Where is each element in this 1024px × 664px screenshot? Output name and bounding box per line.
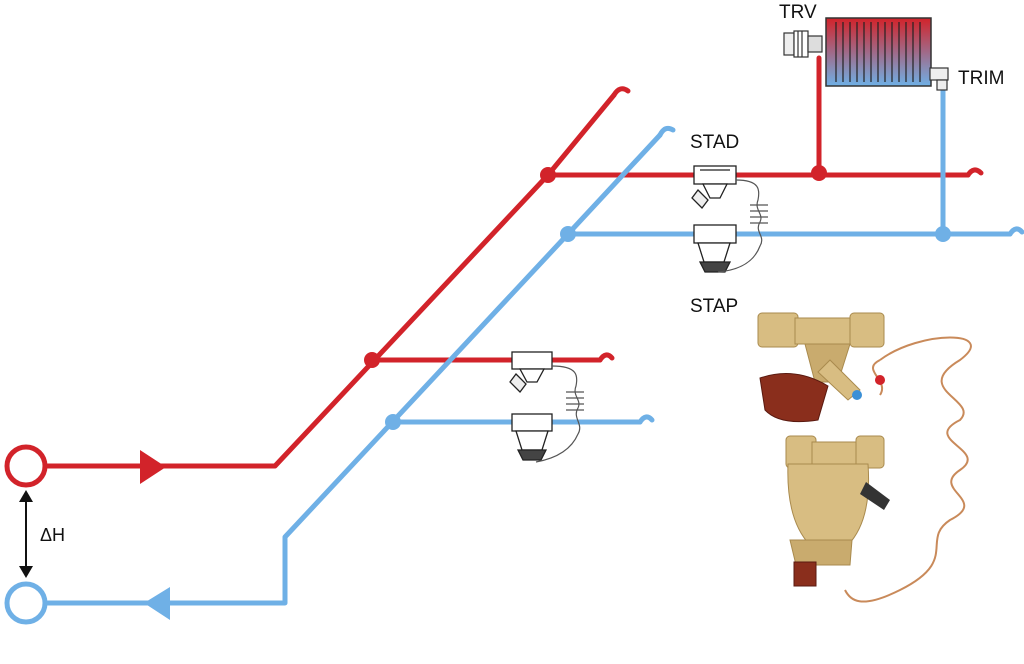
stap-valve-photo (785, 435, 890, 587)
return-junction-top (560, 226, 576, 242)
stap-valve-icon-mid (511, 413, 553, 461)
capillary-tube-mid (535, 365, 584, 463)
supply-junction-top (540, 167, 556, 183)
return-port (4, 581, 48, 625)
supply-junction-radiator (811, 165, 827, 181)
stap-label: STAP (690, 296, 739, 317)
supply-flow-arrow (140, 450, 166, 484)
trim-label: TRIM (958, 68, 1005, 89)
radiator-icon (825, 17, 932, 87)
return-junction-mid (385, 414, 401, 430)
stad-valve-icon-top (691, 165, 737, 209)
trv-label: TRV (779, 2, 817, 23)
copper-capillary (844, 336, 972, 603)
supply-port (4, 444, 48, 488)
return-flow-arrow (144, 587, 170, 620)
stad-valve-icon-mid (509, 351, 553, 393)
valve-photo-icon (757, 312, 972, 603)
return-junction-radiator (935, 226, 951, 242)
delta-h-label: ΔH (40, 525, 66, 545)
differential-pressure-arrow (19, 490, 33, 578)
supply-piping (43, 55, 984, 469)
trim-valve-icon (929, 67, 949, 91)
supply-junction-mid (364, 352, 380, 368)
stad-valve-photo (757, 312, 885, 423)
capillary-tube-top (717, 179, 768, 273)
stap-valve-icon-top (693, 224, 737, 273)
stad-label: STAD (690, 132, 740, 153)
trv-valve-icon (783, 30, 823, 58)
